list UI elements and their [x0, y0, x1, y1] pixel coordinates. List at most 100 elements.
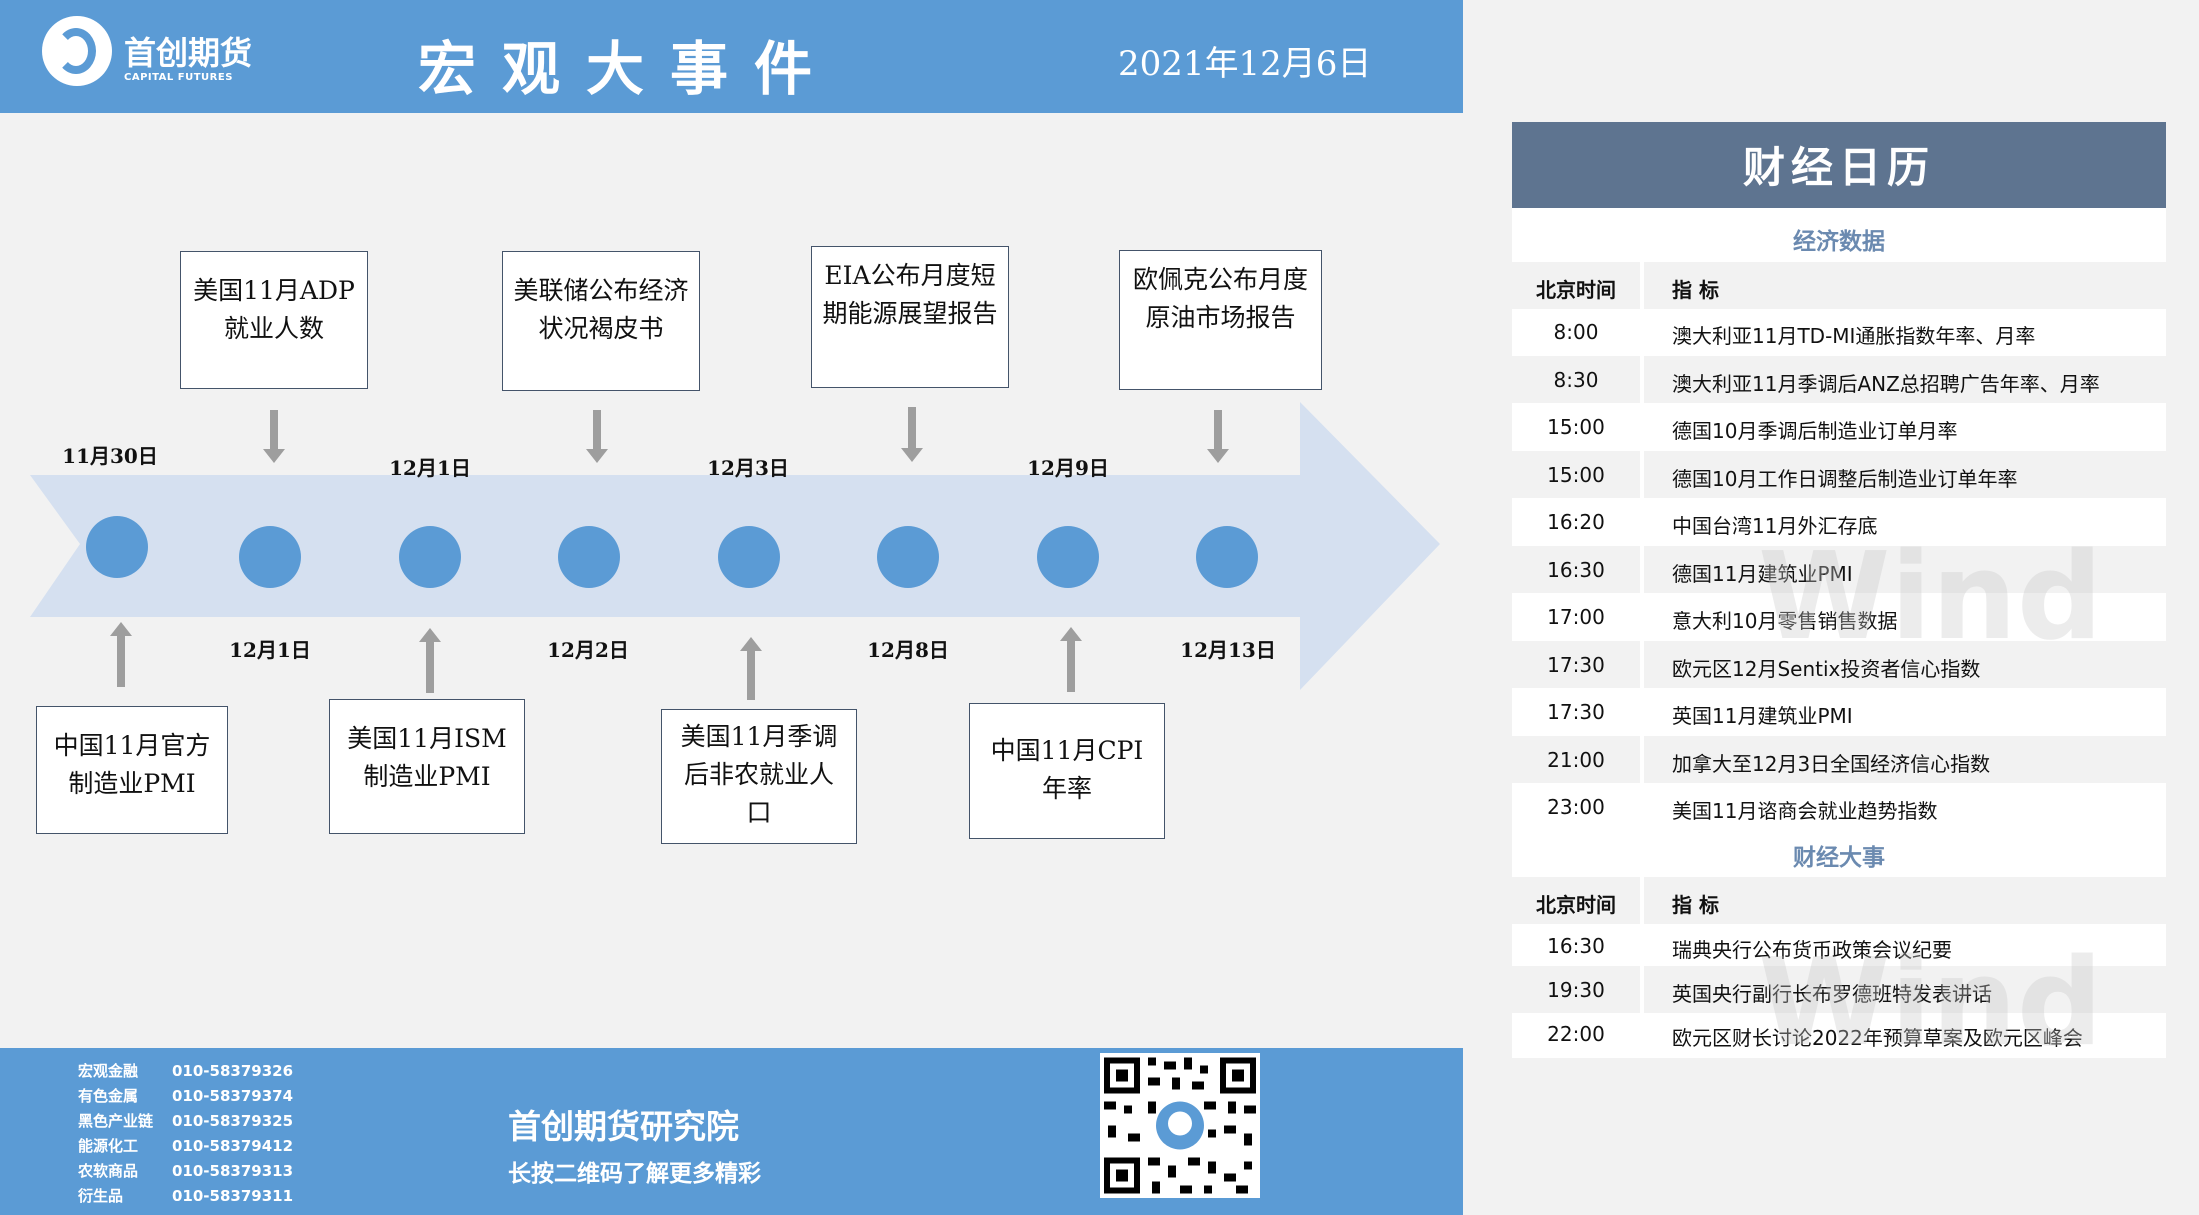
row-indicator: 瑞典央行公布货币政策会议纪要 — [1672, 938, 1952, 962]
contact-label: 有色金属 — [78, 1087, 139, 1105]
timeline-date-top: 12月3日 — [707, 456, 789, 480]
col-indicator-header: 指 标 — [1672, 278, 1719, 302]
header-date: 2021年12月6日 — [1118, 44, 1372, 84]
timeline-date-bottom: 12月13日 — [1180, 638, 1276, 662]
row-indicator: 欧元区12月Sentix投资者信心指数 — [1672, 656, 1981, 681]
wind-watermark: Wind — [1758, 528, 2103, 667]
row-indicator: 德国10月工作日调整后制造业订单年率 — [1672, 466, 2018, 491]
down-arrow-icon — [901, 407, 923, 462]
timeline-dot — [399, 526, 461, 588]
timeline-dot — [239, 526, 301, 588]
company-logo-icon — [42, 16, 112, 86]
calendar-row: 22:00 欧元区财长讨论2022年预算草案及欧元区峰会 — [1512, 1010, 2166, 1057]
contact-phone: 010-58379311 — [172, 1187, 294, 1205]
wind-watermark: Wind — [1758, 934, 2103, 1073]
row-indicator: 德国11月建筑业PMI — [1672, 561, 1853, 586]
row-time: 8:30 — [1553, 367, 1599, 392]
row-time: 21:00 — [1547, 747, 1605, 772]
timeline-date-bottom: 12月8日 — [867, 638, 949, 662]
event-box-top: 美联储公布经济状况褐皮书 — [502, 251, 700, 391]
calendar-row: 15:00 德国10月工作日调整后制造业订单年率 — [1512, 450, 2166, 498]
contact-row: 农软商品 010-58379313 — [78, 1160, 293, 1181]
calendar-row: 16:20 中国台湾11月外汇存底 — [1512, 498, 2166, 545]
calendar-row: 16:30 德国11月建筑业PMI — [1512, 545, 2166, 593]
page-title: 宏观大事件 — [418, 35, 839, 103]
down-arrow-icon — [263, 410, 285, 463]
row-time: 16:30 — [1547, 934, 1605, 958]
timeline-dot — [1037, 526, 1099, 588]
row-indicator: 美国11月谘商会就业趋势指数 — [1672, 799, 1938, 823]
up-arrow-icon — [419, 628, 441, 693]
row-time: 17:00 — [1547, 605, 1605, 629]
calendar-row: 23:00 美国11月谘商会就业趋势指数 — [1512, 783, 2166, 830]
event-box-top: 美国11月ADP就业人数 — [180, 251, 368, 389]
row-indicator: 英国11月建筑业PMI — [1672, 704, 1853, 728]
col-time-header: 北京时间 — [1536, 893, 1616, 917]
calendar-row: 8:00 澳大利亚11月TD-MI通胀指数年率、月率 — [1512, 308, 2166, 355]
row-indicator: 澳大利亚11月季调后ANZ总招聘广告年率、月率 — [1672, 371, 2100, 396]
event-box-bottom: 中国11月CPI年率 — [969, 703, 1165, 839]
calendar-row: 17:00 意大利10月零售销售数据 — [1512, 593, 2166, 640]
down-arrow-icon — [586, 410, 608, 463]
events-section-title: 财经大事 — [1793, 845, 1885, 871]
contact-phone: 010-58379313 — [172, 1162, 294, 1180]
contact-label: 能源化工 — [78, 1137, 139, 1155]
footer-org-name: 首创期货研究院 — [508, 1107, 739, 1146]
row-time: 22:00 — [1547, 1022, 1605, 1046]
timeline-dot — [718, 526, 780, 588]
calendar-row: 19:30 英国央行副行长布罗德班特发表讲话 — [1512, 966, 2166, 1013]
row-time: 16:30 — [1547, 557, 1605, 582]
up-arrow-icon — [1060, 627, 1082, 692]
calendar-row: 16:30 瑞典央行公布货币政策会议纪要 — [1512, 922, 2166, 969]
qr-code-icon[interactable] — [1100, 1053, 1260, 1198]
footer-slogan: 长按二维码了解更多精彩 — [508, 1161, 761, 1187]
calendar-row: 8:30 澳大利亚11月季调后ANZ总招聘广告年率、月率 — [1512, 355, 2166, 403]
row-indicator: 英国央行副行长布罗德班特发表讲话 — [1672, 982, 1992, 1006]
row-time: 19:30 — [1547, 978, 1605, 1002]
timeline-dot — [558, 526, 620, 588]
row-indicator: 德国10月季调后制造业订单月率 — [1672, 419, 1958, 443]
row-time: 8:00 — [1553, 320, 1599, 344]
contact-phone: 010-58379326 — [172, 1062, 294, 1080]
event-box-bottom: 美国11月ISM制造业PMI — [329, 699, 525, 834]
econ-table-header: 北京时间 指 标 — [1512, 262, 2166, 309]
col-time-header: 北京时间 — [1536, 278, 1616, 302]
up-arrow-icon — [110, 622, 132, 687]
down-arrow-icon — [1207, 410, 1229, 463]
timeline-date-top: 11月30日 — [62, 444, 158, 468]
row-indicator: 欧元区财长讨论2022年预算草案及欧元区峰会 — [1672, 1026, 2083, 1050]
row-indicator: 意大利10月零售销售数据 — [1672, 609, 1898, 633]
event-box-top: EIA公布月度短期能源展望报告 — [811, 246, 1009, 388]
timeline-date-bottom: 12月2日 — [547, 638, 629, 662]
timeline-date-top: 12月9日 — [1027, 456, 1109, 480]
row-time: 16:20 — [1547, 510, 1605, 534]
row-time: 17:30 — [1547, 652, 1605, 677]
row-time: 17:30 — [1547, 700, 1605, 724]
event-box-bottom: 中国11月官方制造业PMI — [36, 706, 228, 834]
logo-subtitle: CAPITAL FUTURES — [124, 72, 233, 83]
contact-label: 黑色产业链 — [78, 1112, 154, 1130]
row-indicator: 中国台湾11月外汇存底 — [1672, 514, 1878, 538]
timeline-dot — [86, 516, 148, 578]
row-time: 23:00 — [1547, 795, 1605, 819]
contact-label: 农软商品 — [78, 1162, 139, 1180]
row-time: 15:00 — [1547, 462, 1605, 487]
calendar-row: 17:30 英国11月建筑业PMI — [1512, 688, 2166, 735]
calendar-row: 17:30 欧元区12月Sentix投资者信心指数 — [1512, 640, 2166, 688]
contact-phone: 010-58379374 — [172, 1087, 294, 1105]
event-box-top: 欧佩克公布月度原油市场报告 — [1119, 250, 1322, 390]
calendar-title-bar — [1512, 122, 2166, 208]
header-bar — [0, 0, 1463, 113]
timeline-dot — [1196, 526, 1258, 588]
row-indicator: 澳大利亚11月TD-MI通胀指数年率、月率 — [1672, 324, 2036, 348]
up-arrow-icon — [740, 637, 762, 700]
contact-phone: 010-58379325 — [172, 1112, 294, 1130]
contact-row: 黑色产业链 010-58379325 — [78, 1110, 293, 1131]
events-table-header: 北京时间 指 标 — [1512, 877, 2166, 924]
calendar-title: 财经日历 — [1742, 143, 1935, 192]
